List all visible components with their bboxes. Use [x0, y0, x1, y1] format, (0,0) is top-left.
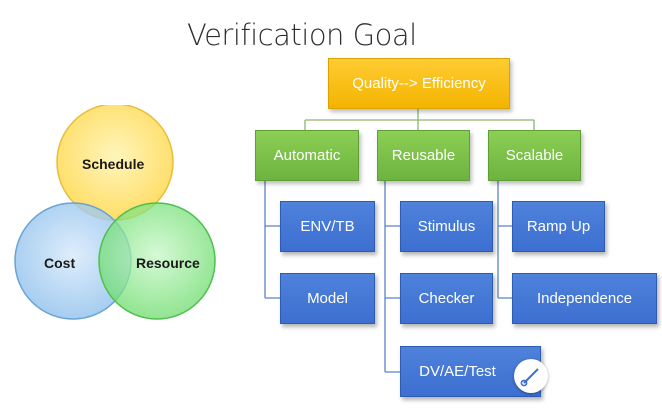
venn-diagram — [14, 105, 216, 320]
leaf-model: Model — [280, 273, 375, 324]
page-title: Verification Goal — [187, 18, 417, 52]
leaf-stimulus: Stimulus — [400, 201, 493, 252]
leaf-dv-ae-test: DV/AE/Test — [400, 346, 541, 397]
venn-label-schedule: Schedule — [82, 156, 145, 172]
leaf-checker: Checker — [400, 273, 493, 324]
venn-circle-resource — [98, 202, 216, 320]
leaf-ramp-up: Ramp Up — [512, 201, 605, 252]
branch-automatic: Automatic — [255, 130, 359, 181]
branch-reusable: Reusable — [377, 130, 470, 181]
venn-label-cost: Cost — [44, 255, 76, 271]
venn-label-resource: Resource — [136, 255, 200, 271]
pen-tool-icon — [520, 368, 539, 387]
pen-tool-button[interactable] — [514, 359, 548, 393]
leaf-independence: Independence — [512, 273, 657, 324]
leaf-env-tb: ENV/TB — [280, 201, 375, 252]
root-node: Quality--> Efficiency — [328, 58, 510, 109]
branch-scalable: Scalable — [488, 130, 581, 181]
